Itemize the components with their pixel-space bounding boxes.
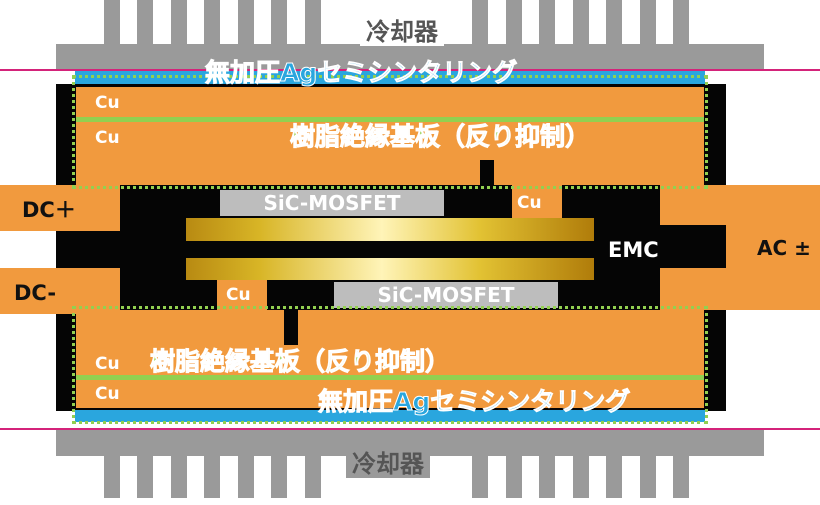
top-outer-band <box>56 84 726 89</box>
heatsink-fin <box>573 0 589 44</box>
heatsink-fin <box>640 456 656 498</box>
bottom-copper-2 <box>76 310 704 375</box>
heatsink-fin <box>673 0 689 44</box>
top-copper-1 <box>76 87 704 117</box>
emc-label: EMC <box>608 238 659 262</box>
left-terminal-gap <box>56 231 120 268</box>
heatsink-fin <box>137 0 153 44</box>
cu-mid-right-label: Cu <box>517 193 542 213</box>
heatsink-fin <box>640 0 656 44</box>
cu-bottom-2-label: Cu <box>95 384 120 404</box>
top-cooler-label: 冷却器 <box>360 18 444 46</box>
bottom-cooler-label: 冷却器 <box>346 450 430 478</box>
heatsink-fin <box>238 0 254 44</box>
dc-minus-label: DC- <box>14 281 57 305</box>
heatsink-fin <box>271 0 287 44</box>
heatsink-fin <box>673 456 689 498</box>
heatsink-fin <box>305 0 321 44</box>
ac-label: AC ± <box>757 236 811 260</box>
heatsink-fin <box>204 456 220 498</box>
heatsink-fin <box>238 456 254 498</box>
top-cooler-base <box>56 44 764 71</box>
bottom-sinter-layer <box>75 410 705 422</box>
right-frame-upper <box>704 85 726 185</box>
ac-terminal-lower <box>660 268 820 310</box>
ac-terminal <box>660 185 820 225</box>
heatsink-fin <box>305 456 321 498</box>
heatsink-fin <box>104 0 120 44</box>
heatsink-fin <box>506 0 522 44</box>
cu-mid-left-label: Cu <box>226 285 251 305</box>
cu-top-1-label: Cu <box>95 93 120 113</box>
right-frame-lower <box>704 310 726 410</box>
top-via <box>480 160 494 190</box>
bottom-resin-line <box>76 375 704 380</box>
heatsink-fin <box>472 0 488 44</box>
top-substrate-outline <box>72 75 708 189</box>
heatsink-fin <box>506 456 522 498</box>
heatsink-fin <box>171 0 187 44</box>
heatsink-fin <box>539 456 555 498</box>
heatsink-fin <box>204 0 220 44</box>
heatsink-fin <box>539 0 555 44</box>
cu-bottom-1-label: Cu <box>95 354 120 374</box>
mid-left-copper <box>217 280 267 310</box>
left-frame-lower <box>56 310 76 410</box>
heatsink-fin <box>104 456 120 498</box>
bottom-outer-band <box>56 406 726 411</box>
bottom-via <box>284 300 298 345</box>
ac-terminal-tip <box>726 220 820 275</box>
leadframe-top <box>186 218 594 241</box>
sinter-bottom-label: 無加圧Agセミシンタリング <box>317 387 631 416</box>
top-boundary-line <box>0 69 820 71</box>
heatsink-fin <box>271 456 287 498</box>
leadframe-bottom <box>186 258 594 280</box>
sic-mosfet-bottom: SiC-MOSFET <box>334 282 558 308</box>
heatsink-fin <box>573 456 589 498</box>
bottom-copper-1 <box>76 380 704 408</box>
heatsink-fin <box>472 456 488 498</box>
top-copper-2 <box>76 122 704 185</box>
heatsink-fin <box>606 0 622 44</box>
sic-mosfet-top: SiC-MOSFET <box>220 190 444 216</box>
bottom-substrate-outline <box>72 306 708 424</box>
heatsink-fin <box>137 456 153 498</box>
top-resin-line <box>76 117 704 122</box>
left-frame-upper <box>56 85 76 185</box>
mid-right-copper <box>512 185 562 219</box>
sinter-top-label: 無加圧Agセミシンタリング <box>204 58 518 87</box>
dc-plus-label: DC＋ <box>22 198 76 222</box>
bottom-boundary-line <box>0 428 820 430</box>
cu-top-2-label: Cu <box>95 128 120 148</box>
heatsink-fin <box>171 456 187 498</box>
substrate-bottom-label: 樹脂絶縁基板（反り抑制） <box>149 347 451 376</box>
dc-plus-terminal <box>0 185 120 231</box>
heatsink-fin <box>606 456 622 498</box>
substrate-top-label: 樹脂絶縁基板（反り抑制） <box>289 122 591 151</box>
